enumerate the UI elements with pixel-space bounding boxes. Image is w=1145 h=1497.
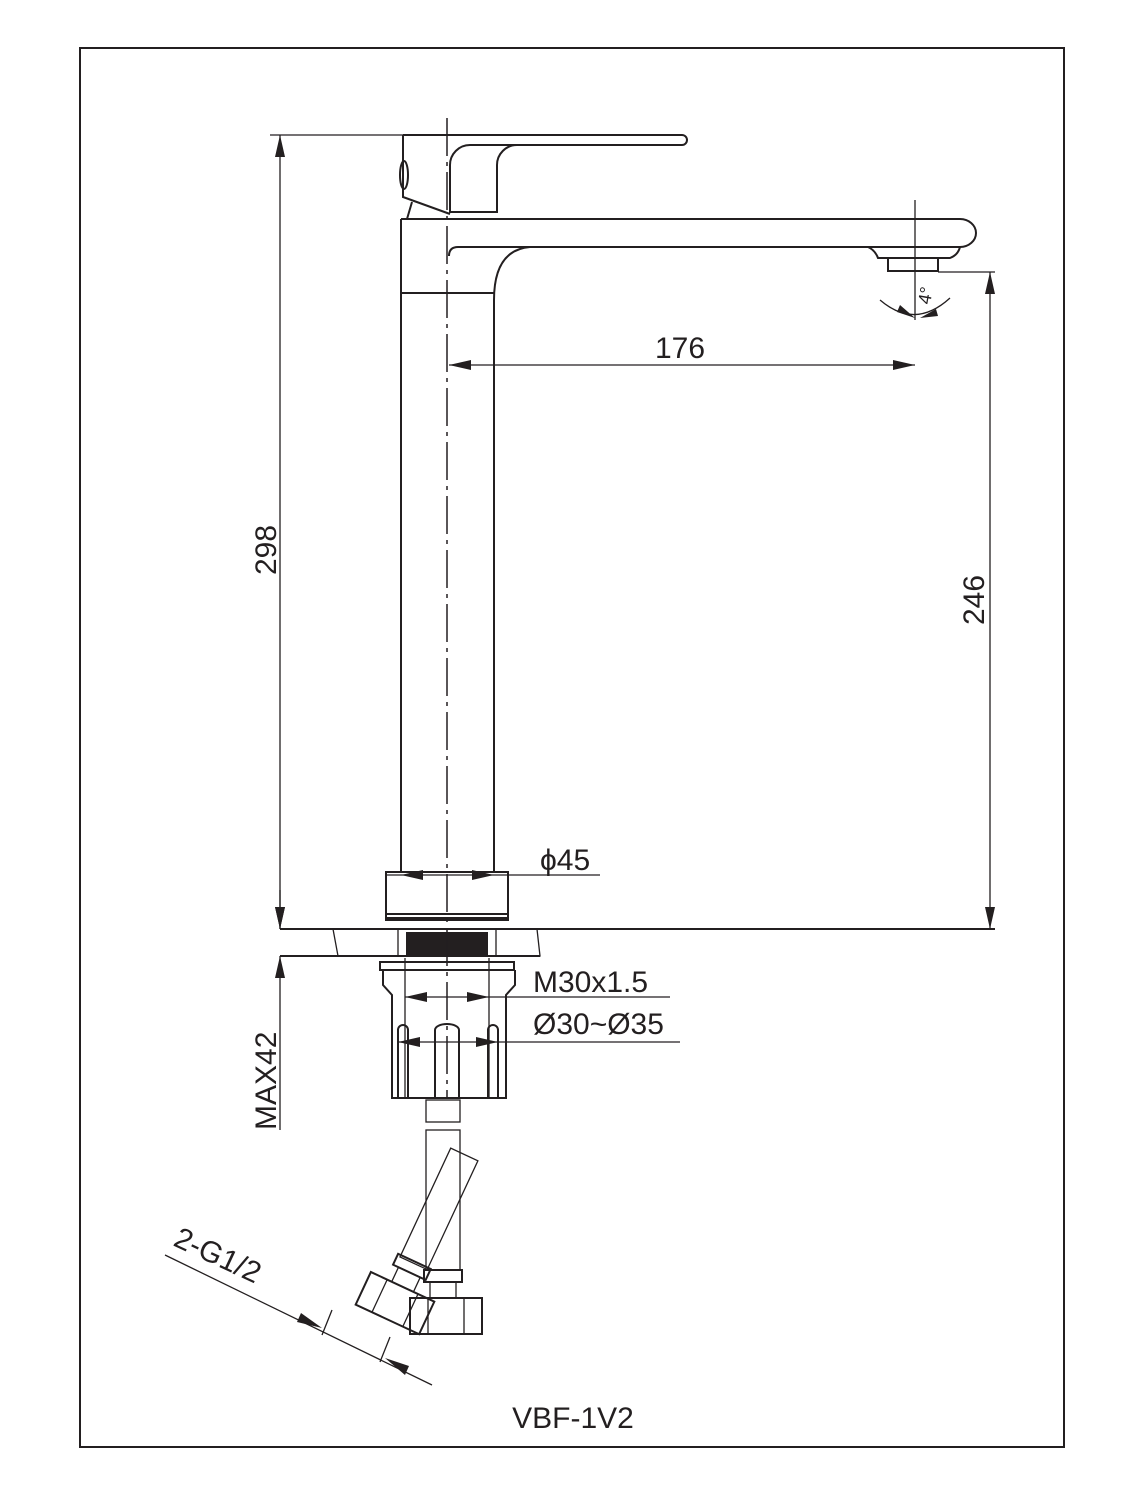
model-label: VBF-1V2 bbox=[512, 1402, 634, 1435]
spout-angle-label: 4° bbox=[914, 285, 937, 305]
hole-diameter-label: Ø30~Ø35 bbox=[533, 1008, 664, 1041]
supply-hoses bbox=[354, 1099, 483, 1336]
spout-height-label: 246 bbox=[958, 575, 991, 625]
hose-connection-label: 2-G1/2 bbox=[169, 1221, 266, 1290]
faucet-body bbox=[385, 134, 977, 921]
total-height-label: 298 bbox=[250, 525, 283, 575]
spout-reach-label: 176 bbox=[655, 332, 705, 365]
dimension-lines bbox=[164, 134, 995, 1386]
countertop-section bbox=[280, 928, 995, 957]
mounting-nut bbox=[379, 958, 516, 1099]
body-diameter-label: ϕ45 bbox=[540, 844, 590, 877]
thread-label: M30x1.5 bbox=[533, 966, 648, 999]
drawing-frame bbox=[79, 47, 1065, 1448]
max-thickness-label: MAX42 bbox=[250, 1032, 283, 1130]
